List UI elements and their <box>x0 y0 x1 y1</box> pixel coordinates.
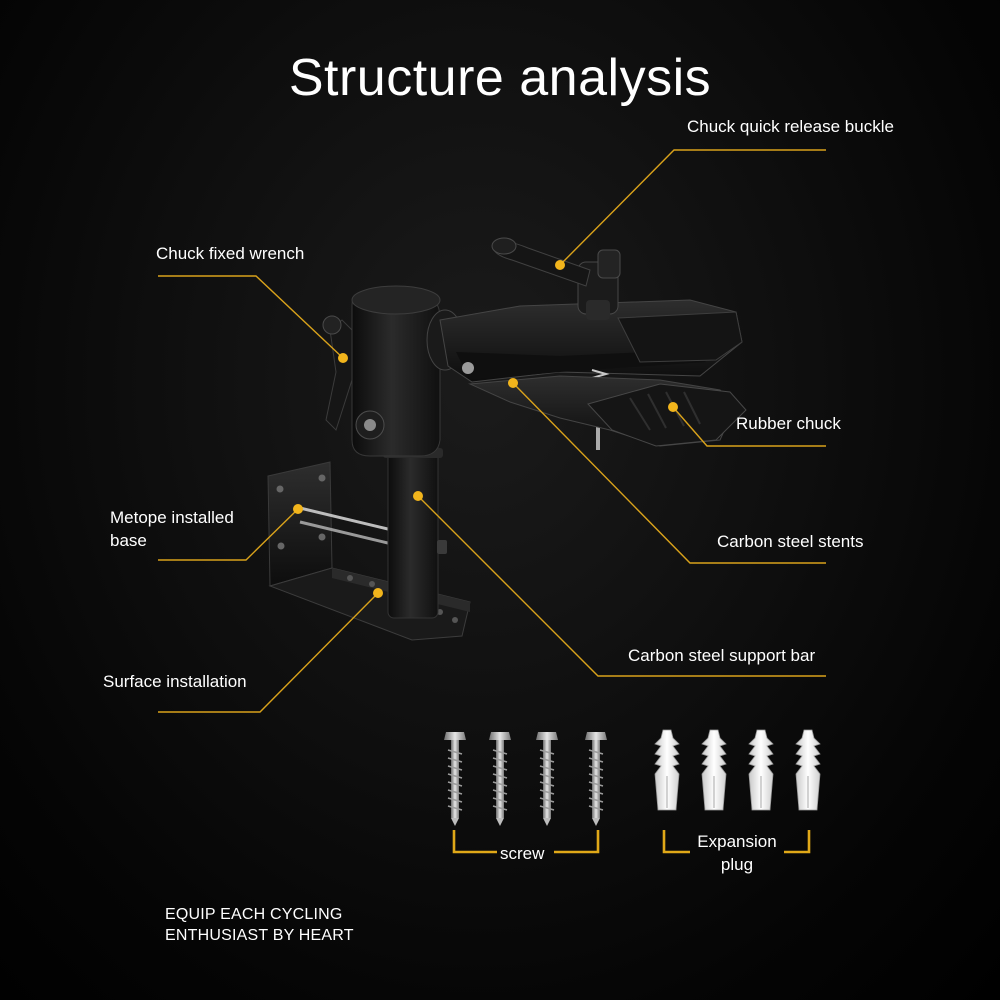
expansion-plug-icon <box>701 729 727 811</box>
leader-quick-release <box>559 149 826 266</box>
tagline-line-2: ENTHUSIAST BY HEART <box>165 927 354 944</box>
clamp-jaws <box>439 299 747 450</box>
leader-rubber-chuck <box>672 406 826 447</box>
label-carbon-steel-stents: Carbon steel stents <box>717 532 864 551</box>
leader-surface-installation <box>158 592 379 713</box>
circle-dot-icon <box>338 353 348 363</box>
brand-tagline: EQUIP EACH CYCLING ENTHUSIAST BY HEART <box>165 904 354 946</box>
expansion-plug-icon <box>654 729 680 811</box>
screw-icon <box>489 732 511 826</box>
circle-dot-icon <box>373 588 383 598</box>
screw-icon <box>585 732 607 826</box>
screw-bracket-left <box>452 830 497 854</box>
label-metope-line-1: Metope installed <box>110 508 234 527</box>
label-metope-line-2: base <box>110 531 147 550</box>
expansion-plug-icon <box>795 729 821 811</box>
expansion-plugs <box>654 729 821 811</box>
quick-release-buckle <box>491 237 621 320</box>
label-surface-installation: Surface installation <box>103 672 247 691</box>
clamp-head <box>322 285 464 457</box>
label-expansion-plug: Expansion plug <box>686 830 788 876</box>
label-metope-installed-base: Metope installed base <box>110 506 234 552</box>
leader-fixed-wrench <box>158 275 344 359</box>
tagline-line-1: EQUIP EACH CYCLING <box>165 906 343 923</box>
screw-bracket-right <box>554 830 600 854</box>
label-carbon-steel-support-bar: Carbon steel support bar <box>628 646 816 665</box>
label-screw: screw <box>500 844 545 863</box>
leader-stents <box>512 382 826 564</box>
plug-bracket-left <box>662 830 690 854</box>
screws <box>444 732 607 826</box>
screw-icon <box>444 732 466 826</box>
label-chuck-quick-release-buckle: Chuck quick release buckle <box>687 117 894 136</box>
label-expansion-line-1: Expansion <box>697 832 777 851</box>
expansion-plug-icon <box>748 729 774 811</box>
label-expansion-line-2: plug <box>720 855 754 874</box>
plug-bracket-right <box>784 830 811 854</box>
leader-support-bar <box>417 495 826 677</box>
circle-dot-icon <box>508 378 518 388</box>
screw-icon <box>536 732 558 826</box>
circle-dot-icon <box>668 402 678 412</box>
leader-metope-base <box>158 508 299 561</box>
circle-dot-icon <box>413 491 423 501</box>
circle-dot-icon <box>555 260 565 270</box>
page-title: Structure analysis <box>288 49 712 107</box>
label-rubber-chuck: Rubber chuck <box>736 414 841 433</box>
circle-dot-icon <box>293 504 303 514</box>
label-chuck-fixed-wrench: Chuck fixed wrench <box>156 244 305 263</box>
